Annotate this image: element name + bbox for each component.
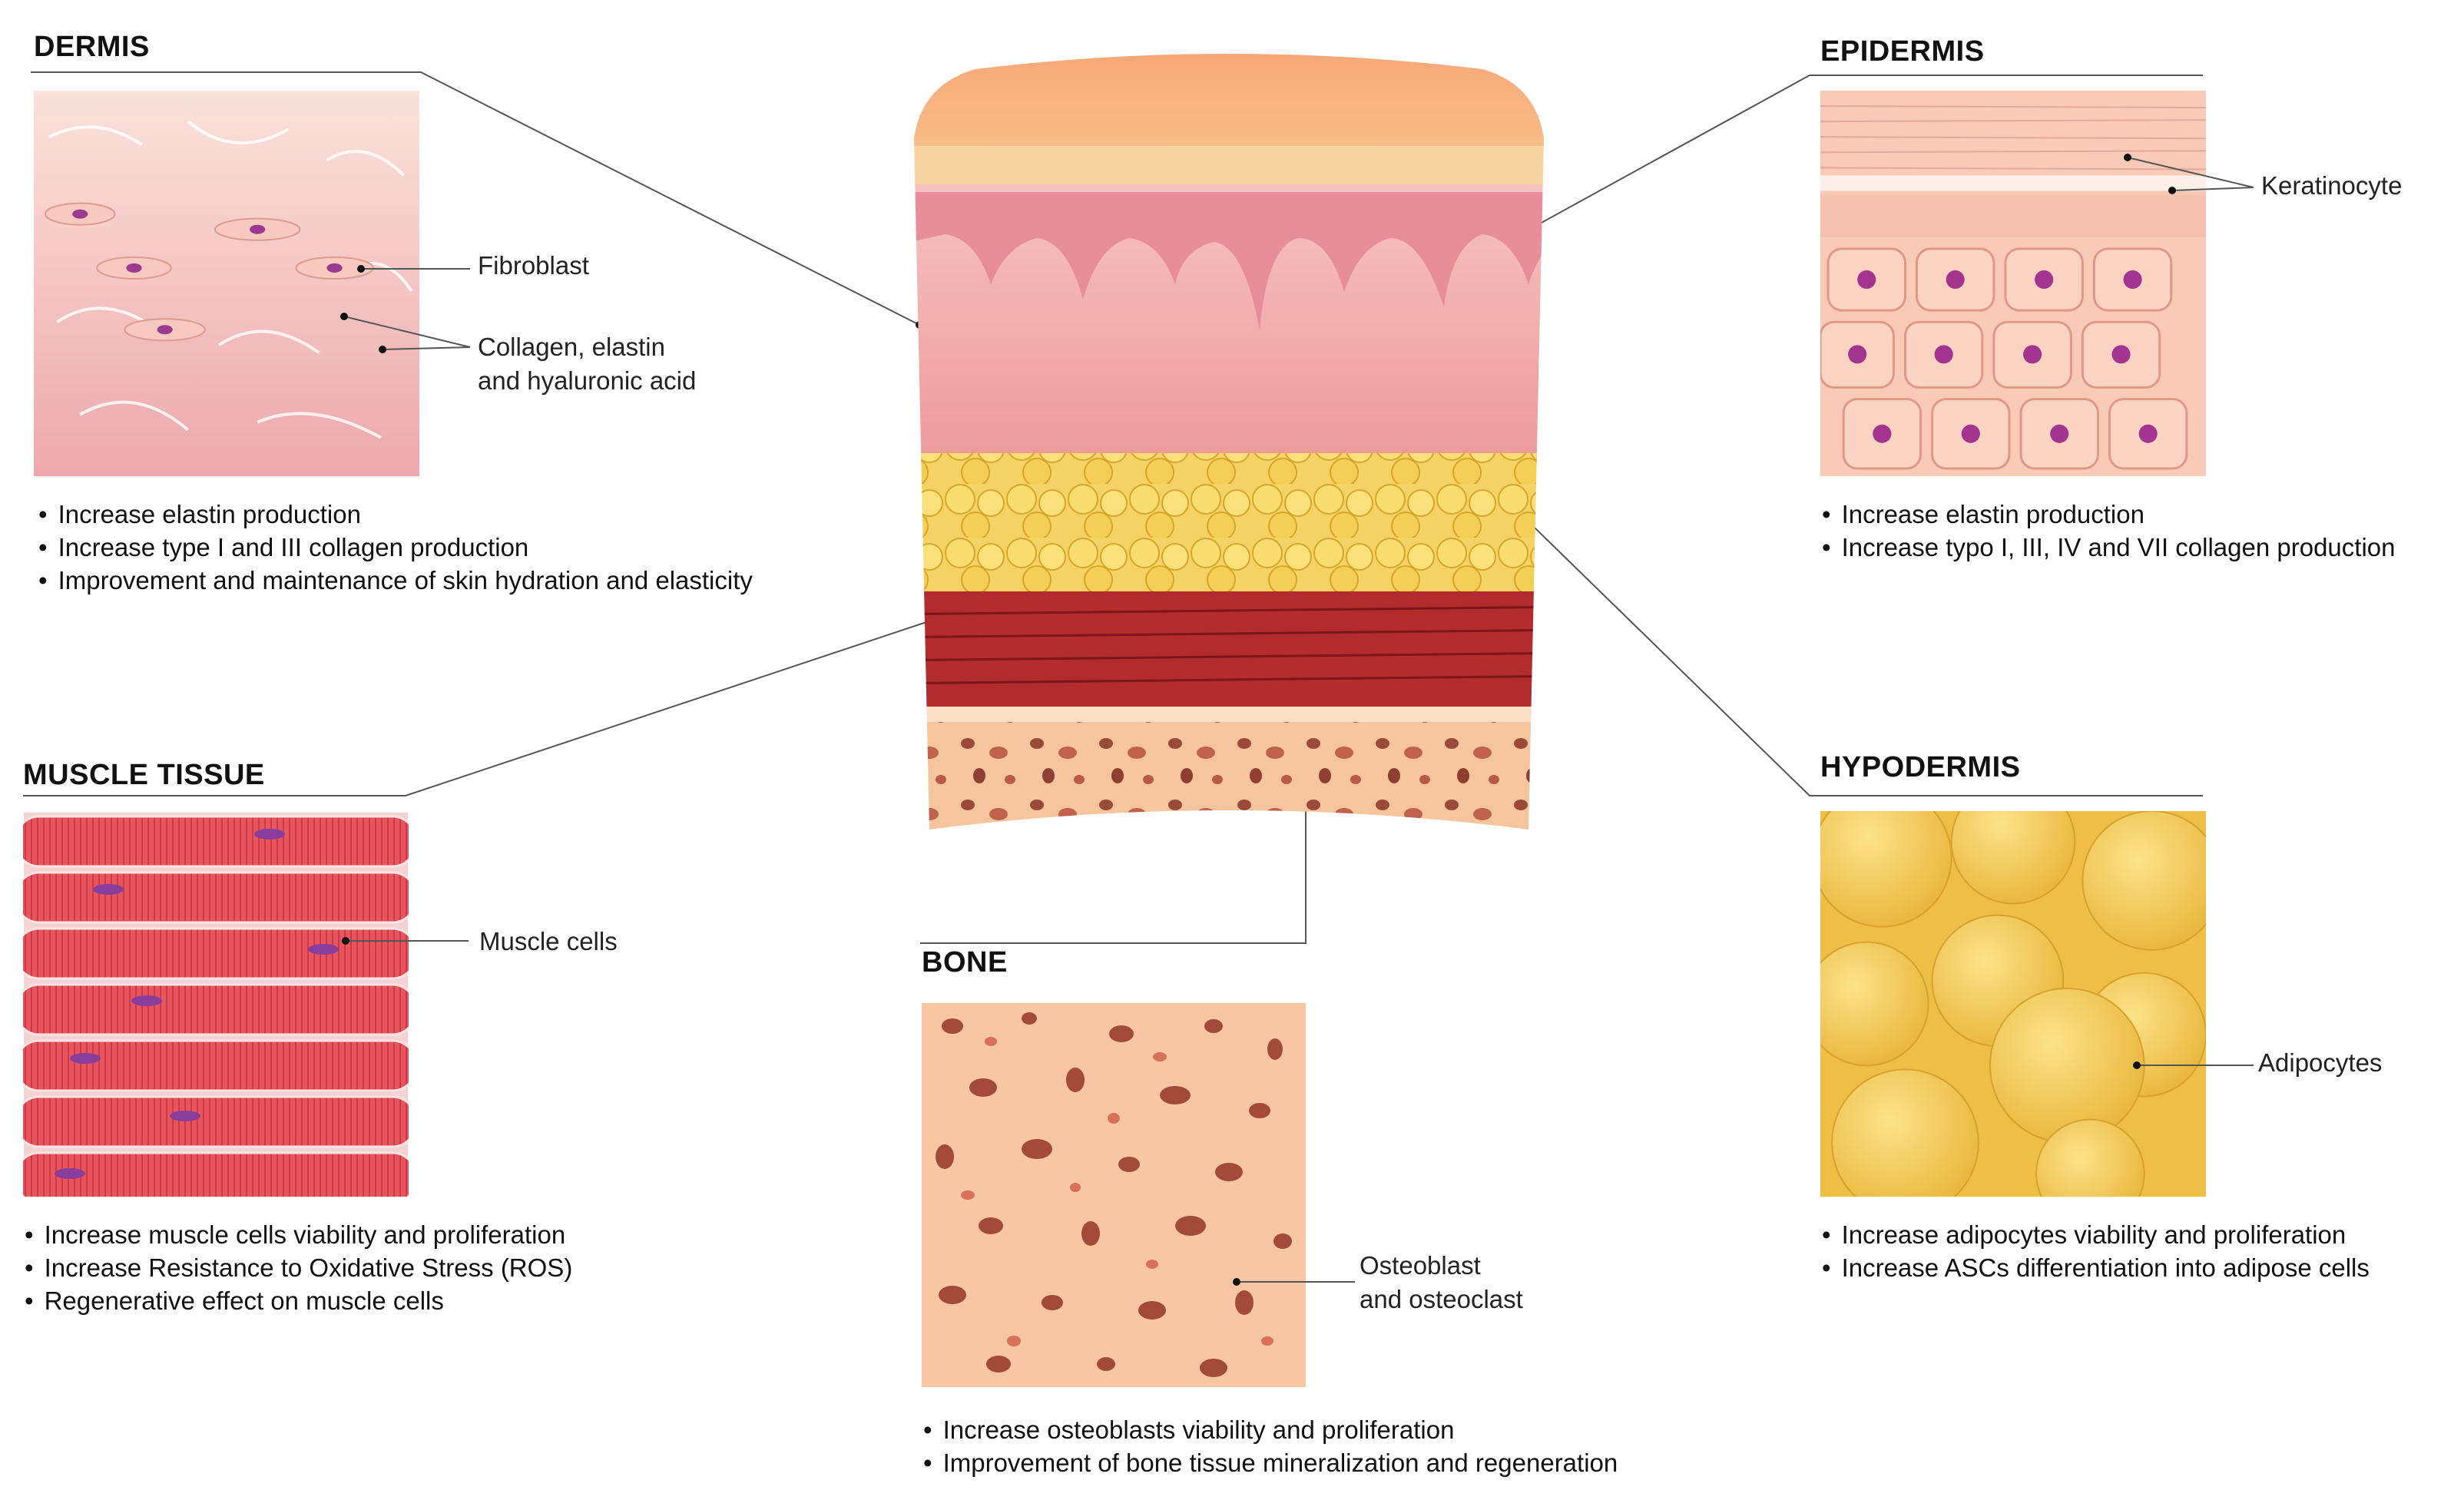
muscle-title: MUSCLE TISSUE <box>23 759 265 791</box>
collagen-label-line1: Collagen, elastin <box>478 333 665 361</box>
skin-cross-section <box>883 54 1575 860</box>
dermis-leader-lines <box>340 265 471 353</box>
dermis-image <box>34 91 419 476</box>
epidermis-leader-lines <box>2124 154 2254 194</box>
list-item: Increase adipocytes viability and prolif… <box>1822 1218 2370 1251</box>
list-item: Regenerative effect on muscle cells <box>25 1284 572 1317</box>
hypodermis-image <box>1820 811 2206 1197</box>
muscle-leader-line <box>342 937 469 945</box>
muscle-bullets: Increase muscle cells viability and prol… <box>25 1218 573 1317</box>
epidermis-title: EPIDERMIS <box>1820 35 1985 68</box>
muscle-image <box>23 813 409 1197</box>
list-item: Increase type I and III collagen product… <box>38 531 753 564</box>
osteoblast-label-line2: and osteoclast <box>1360 1285 1523 1313</box>
dermis-title: DERMIS <box>34 31 150 63</box>
fibroblast-label: Fibroblast <box>478 251 589 280</box>
dermis-bullets: Increase elastin production Increase typ… <box>38 498 753 597</box>
list-item: Increase elastin production <box>38 498 753 531</box>
list-item: Increase elastin production <box>1822 498 2396 531</box>
osteoblast-label-line1: Osteoblast <box>1360 1251 1481 1280</box>
bone-leader-line <box>1233 1278 1355 1286</box>
list-item: Improvement and maintenance of skin hydr… <box>38 564 753 597</box>
bone-image <box>922 1003 1306 1387</box>
list-item: Improvement of bone tissue mineralizatio… <box>923 1446 1618 1479</box>
muscle-cells-label: Muscle cells <box>479 927 618 955</box>
list-item: Increase typo I, III, IV and VII collage… <box>1822 531 2396 564</box>
list-item: Increase muscle cells viability and prol… <box>25 1218 572 1251</box>
bone-title: BONE <box>922 946 1008 978</box>
bone-bullets: Increase osteoblasts viability and proli… <box>923 1413 1618 1479</box>
collagen-label-line2: and hyaluronic acid <box>478 366 697 395</box>
adipocytes-label: Adipocytes <box>2258 1048 2383 1077</box>
hypodermis-title: HYPODERMIS <box>1820 751 2021 783</box>
keratinocyte-label: Keratinocyte <box>2261 171 2403 200</box>
hypodermis-leader-line <box>2133 1061 2254 1069</box>
hypodermis-bullets: Increase adipocytes viability and prolif… <box>1822 1218 2370 1284</box>
epidermis-bullets: Increase elastin production Increase typ… <box>1822 498 2396 564</box>
epidermis-image <box>1820 91 2206 476</box>
list-item: Increase ASCs differentiation into adipo… <box>1822 1251 2370 1284</box>
list-item: Increase osteoblasts viability and proli… <box>923 1413 1618 1446</box>
list-item: Increase Resistance to Oxidative Stress … <box>25 1251 573 1284</box>
